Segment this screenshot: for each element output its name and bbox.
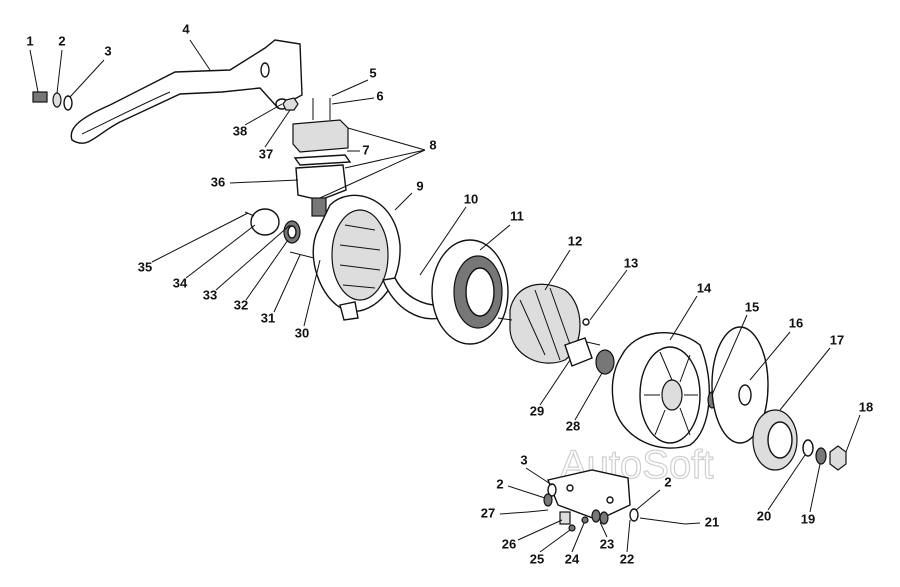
regulator-8: [292, 119, 349, 153]
callout-19: 19: [801, 511, 815, 526]
callout-16: 16: [789, 315, 803, 330]
washer-20: [802, 439, 814, 457]
callout-labels: 1 2 3 4 5 6 7 8 9 10 11 12 13 14 15 16 1…: [26, 21, 873, 566]
callout-24: 24: [565, 551, 580, 566]
washer-3: [63, 95, 73, 111]
retainer-plate-29: [564, 337, 593, 367]
washer-25: [568, 524, 576, 532]
fan-16: [711, 326, 769, 444]
bushing-26: [559, 511, 571, 525]
callout-36: 36: [211, 174, 225, 189]
callout-25: 25: [530, 551, 544, 566]
brush-holder-8: [295, 164, 347, 201]
callout-2-lower-left: 2: [496, 476, 503, 491]
washer-2: [52, 92, 62, 108]
fan-hub: [738, 384, 752, 406]
callout-28: 28: [566, 418, 580, 433]
leader-lines: [29, 39, 861, 553]
callout-14: 14: [697, 280, 712, 295]
callout-2: 2: [58, 33, 65, 48]
callout-31: 31: [261, 310, 275, 325]
brush-terminal: [311, 197, 327, 217]
bearing-28: [595, 349, 615, 375]
callout-20: 20: [757, 508, 771, 523]
callout-29: 29: [530, 403, 544, 418]
gasket-7: [293, 154, 352, 166]
bolt-1: [32, 91, 48, 103]
callout-37: 37: [259, 146, 273, 161]
nut-24: [581, 516, 589, 524]
callout-34: 34: [173, 275, 188, 290]
callout-38: 38: [233, 123, 247, 138]
callout-22: 22: [620, 551, 634, 566]
bracket-hole: [260, 62, 270, 78]
callout-32: 32: [234, 297, 248, 312]
washer-23b: [599, 511, 609, 525]
callout-1: 1: [26, 33, 33, 48]
callout-27: 27: [481, 505, 495, 520]
callout-2-lower-right: 2: [664, 474, 671, 489]
washer-2-lower-right: [629, 508, 639, 522]
rotor-poles: [519, 287, 573, 361]
mounting-bracket-22: [547, 469, 631, 521]
washer-23a: [591, 509, 601, 523]
callout-17: 17: [830, 332, 844, 347]
nut-37: [282, 97, 299, 111]
bolt-27: [527, 509, 549, 513]
screw-13: [582, 318, 590, 326]
callout-21: 21: [705, 514, 719, 529]
screw-35: [244, 211, 255, 217]
callout-33: 33: [203, 287, 217, 302]
callout-8: 8: [429, 137, 436, 152]
washer-3-lower: [547, 483, 557, 497]
callout-6: 6: [376, 88, 383, 103]
end-housing-spokes: [644, 351, 698, 436]
housing-ribs: [339, 224, 381, 289]
bracket-hole-right: [606, 496, 614, 504]
rotor-shaft: [497, 317, 513, 321]
callout-11: 11: [510, 208, 524, 223]
callout-3: 3: [104, 43, 111, 58]
callout-5: 5: [369, 65, 376, 80]
stator-winding-10: [382, 277, 441, 320]
bolt-21: [639, 517, 686, 525]
stator-bore: [465, 267, 495, 317]
parts: [32, 39, 847, 532]
callout-7: 7: [362, 142, 369, 157]
cover-plate-34: [250, 208, 280, 236]
callout-18: 18: [859, 399, 873, 414]
callout-26: 26: [502, 536, 516, 551]
callout-13: 13: [624, 255, 638, 270]
adjusting-bracket-4: [70, 39, 303, 144]
callout-3-lower: 3: [520, 452, 527, 467]
callout-4: 4: [182, 21, 190, 36]
callout-35: 35: [138, 259, 152, 274]
bracket-hole-left: [566, 484, 574, 492]
rotor-12: [509, 283, 581, 364]
housing-opening: [331, 209, 389, 301]
callout-12: 12: [568, 233, 582, 248]
nut-18: [829, 445, 847, 471]
callout-15: 15: [745, 299, 759, 314]
bearing-33: [287, 225, 297, 239]
callout-10: 10: [464, 191, 478, 206]
end-housing-hub: [661, 379, 683, 411]
callout-23: 23: [600, 536, 614, 551]
bracket-slot: [81, 91, 171, 135]
callout-30: 30: [295, 325, 309, 340]
washer-2-lower-left: [543, 493, 553, 507]
callout-9: 9: [416, 178, 423, 193]
pulley-groove: [767, 421, 793, 459]
washer-19: [815, 447, 827, 465]
housing-foot: [339, 301, 359, 321]
